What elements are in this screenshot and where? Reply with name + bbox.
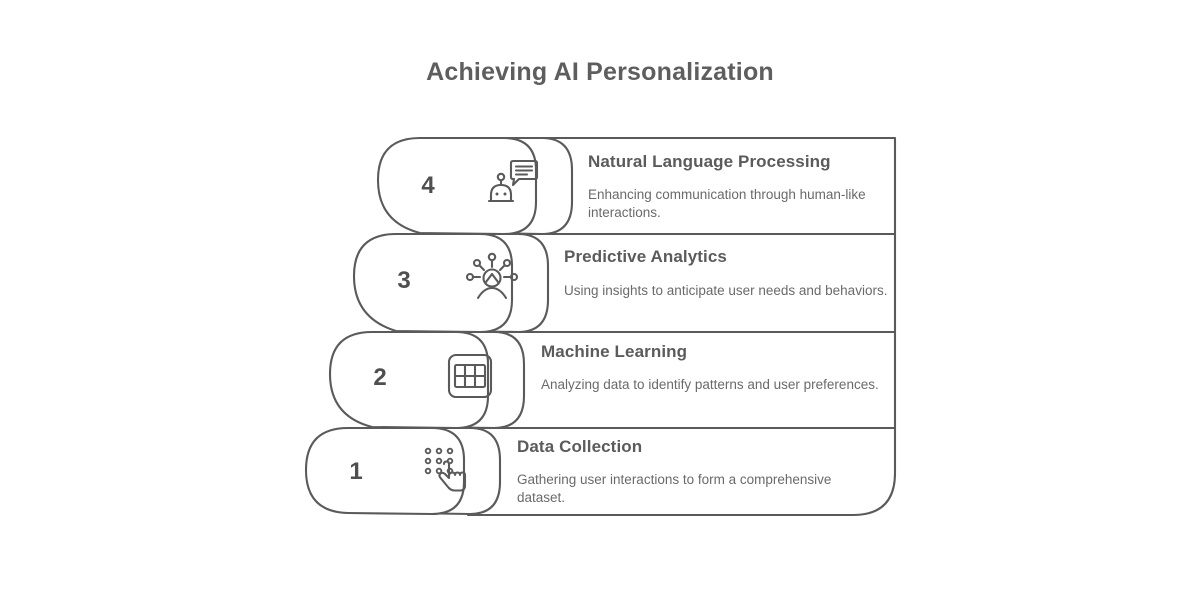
step-heading-3: Predictive Analytics: [564, 247, 727, 266]
step-heading-4: Natural Language Processing: [588, 152, 831, 171]
step-heading-2: Machine Learning: [541, 342, 688, 361]
panel-number-3: [352, 232, 514, 334]
step-number-1: 1: [349, 458, 363, 485]
step-number-4: 4: [421, 172, 435, 199]
panel-number-1: [304, 426, 466, 516]
panel-number-4: [376, 136, 538, 236]
step-description-3: Using insights to anticipate user needs …: [564, 283, 888, 298]
step-description-1: Gathering user interactions to form a co…: [517, 472, 832, 505]
step-description-2: Analyzing data to identify patterns and …: [541, 377, 879, 392]
step-number-2: 2: [373, 364, 387, 391]
step-heading-1: Data Collection: [517, 437, 643, 456]
robot-chat-icon: [485, 153, 541, 209]
touch-dots-icon: [418, 442, 474, 498]
step-number-3: 3: [397, 267, 411, 294]
page-title: Achieving AI Personalization: [426, 58, 774, 86]
panel-content-1: [466, 426, 897, 517]
panel-number-2: [328, 330, 490, 430]
step-description-4: Enhancing communication through human-li…: [588, 187, 866, 220]
insight-network-icon: [464, 250, 520, 306]
data-grid-icon: [442, 348, 498, 404]
